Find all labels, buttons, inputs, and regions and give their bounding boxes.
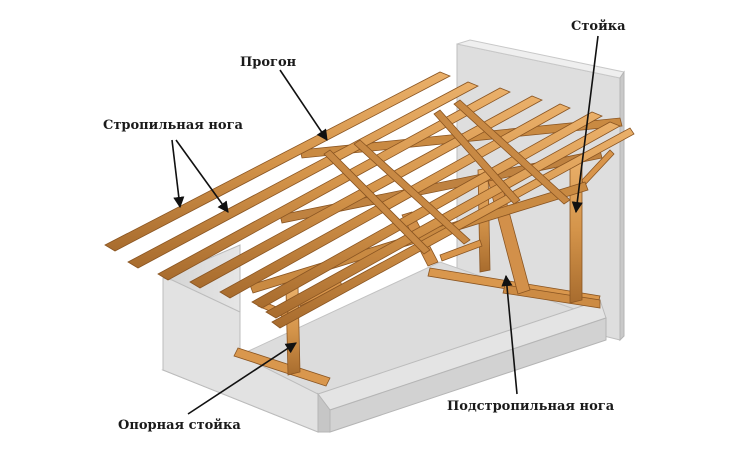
arrow-opornaya — [187, 342, 297, 415]
arrow-podstropilnaya — [501, 274, 518, 395]
arrow-stropilnaya-2 — [175, 139, 229, 213]
arrow-stropilnaya-1 — [171, 139, 185, 209]
front-wall — [317, 299, 607, 433]
arrow-progon — [279, 69, 328, 141]
label-opornaya-stoyka: Опорная стойка — [118, 418, 241, 433]
arrow-stoyka — [571, 35, 599, 214]
label-stoyka: Стойка — [571, 19, 626, 34]
label-podstropilnaya-noga: Подстропильная нога — [447, 399, 615, 414]
callout-arrows — [171, 35, 599, 415]
label-progon: Прогон — [240, 55, 297, 70]
label-stropilnaya-noga: Стропильная нога — [103, 118, 243, 133]
timber-frame — [104, 71, 635, 387]
